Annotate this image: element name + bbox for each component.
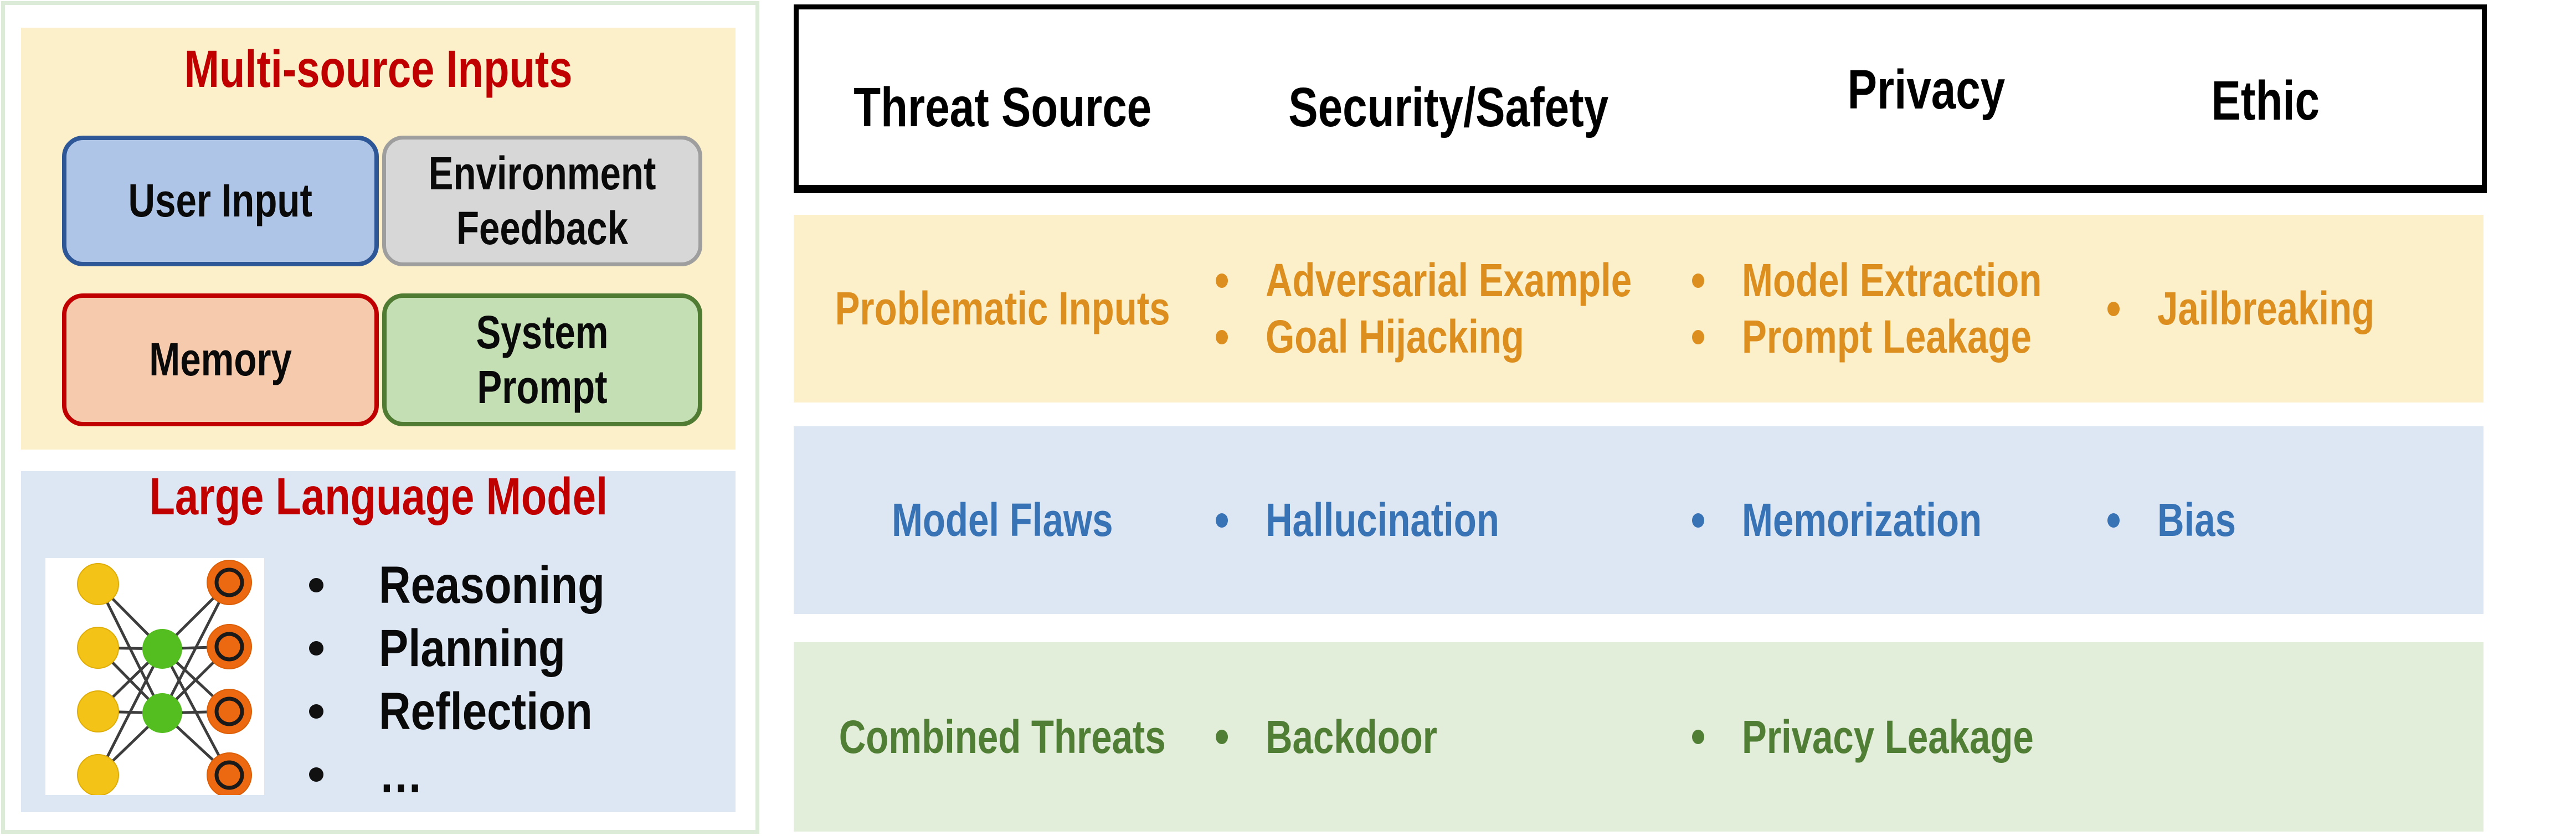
threat-source-cell: Problematic Inputs	[806, 215, 1199, 402]
input-box-user-input: User Input	[62, 136, 379, 266]
llm-panel-title: Large Language Model	[21, 466, 736, 527]
threat-source-cell: Model Flaws	[806, 426, 1199, 614]
column-header-label: Ethic	[2211, 69, 2320, 132]
bullet-icon	[1692, 513, 1704, 528]
column-header-privacy: Privacy	[1732, 4, 2120, 193]
list-item-label: Goal Hijacking	[1266, 311, 1524, 363]
privacy-cell: Privacy Leakage	[1692, 642, 2119, 832]
input-box-memory: Memory	[62, 293, 379, 426]
bullet-icon	[2107, 513, 2120, 528]
column-header-label: Security/Safety	[1288, 76, 1609, 138]
table-header-box	[794, 4, 2487, 193]
bullet-icon	[1216, 730, 1228, 744]
column-header-label: Privacy	[1847, 58, 2006, 121]
input-box-label: Memory	[149, 333, 292, 386]
list-item: Jailbreaking	[2107, 282, 2429, 334]
list-item-label: Privacy Leakage	[1742, 710, 2034, 763]
security-safety-cell: Hallucination	[1216, 426, 1687, 614]
list-item-label: Adversarial Example	[1266, 254, 1632, 306]
list-item-label: Reasoning	[379, 555, 605, 615]
bullet-icon	[1692, 273, 1704, 288]
input-box-label: User Input	[128, 174, 313, 227]
bullet-icon	[309, 704, 323, 719]
threat-source-label: Model Flaws	[892, 494, 1113, 546]
list-item: Backdoor	[1216, 710, 1480, 763]
inputs-panel-title-text: Multi-source Inputs	[184, 39, 573, 99]
list-item: Hallucination	[1216, 494, 1557, 546]
table-row-combined-threats: Combined Threats Backdoor Privacy Leakag…	[794, 642, 2484, 832]
llm-panel-title-text: Large Language Model	[149, 467, 608, 526]
list-item: Goal Hijacking	[1216, 311, 1589, 363]
list-item-label: …	[379, 745, 423, 804]
bullet-icon	[309, 767, 323, 782]
list-item: Bias	[2107, 494, 2255, 546]
list-item: Memorization	[1692, 494, 2042, 546]
list-item-label: Bias	[2157, 494, 2236, 546]
list-item-label: Memorization	[1742, 494, 1982, 546]
threat-source-cell: Combined Threats	[806, 642, 1199, 832]
bullet-icon	[1216, 513, 1228, 528]
column-header-security-safety: Security/Safety	[1254, 4, 1642, 193]
bullet-icon	[2107, 301, 2120, 316]
ethic-cell	[2107, 642, 2473, 832]
list-item: …	[309, 744, 664, 805]
list-item: Prompt Leakage	[1692, 311, 2104, 363]
bullet-icon	[1692, 329, 1704, 344]
bullet-icon	[1216, 329, 1228, 344]
list-item: Privacy Leakage	[1692, 710, 2106, 763]
input-box-label: System Prompt	[476, 306, 609, 413]
list-item-label: Reflection	[379, 682, 593, 741]
privacy-cell: Memorization	[1692, 426, 2119, 614]
list-item: Reasoning	[309, 555, 664, 616]
bullet-icon	[1216, 273, 1228, 288]
list-item-label: Hallucination	[1266, 494, 1499, 546]
bullet-icon	[309, 578, 323, 592]
table-row-model-flaws: Model Flaws Hallucination Memorization B…	[794, 426, 2484, 614]
ethic-cell: Jailbreaking	[2107, 215, 2473, 402]
inputs-panel-title: Multi-source Inputs	[21, 39, 736, 100]
list-item-label: Planning	[379, 618, 565, 678]
list-item: Planning	[309, 618, 664, 679]
input-box-label: Environment Feedback	[428, 147, 656, 254]
list-item-label: Jailbreaking	[2157, 282, 2375, 334]
list-item-label: Model Extraction	[1742, 254, 2042, 306]
ethic-cell: Bias	[2107, 426, 2473, 614]
column-header-threat-source: Threat Source	[806, 4, 1199, 193]
list-item-label: Backdoor	[1266, 710, 1437, 763]
list-item-label: Prompt Leakage	[1742, 311, 2032, 363]
list-item: Model Extraction	[1692, 254, 2117, 306]
input-box-environment-feedback: Environment Feedback	[382, 136, 702, 266]
threat-source-label: Combined Threats	[839, 710, 1166, 763]
threat-source-label: Problematic Inputs	[835, 282, 1170, 334]
column-header-ethic: Ethic	[2071, 4, 2459, 193]
list-item: Adversarial Example	[1216, 254, 1723, 306]
security-safety-cell: Backdoor	[1216, 642, 1687, 832]
list-item: Reflection	[309, 681, 664, 742]
neural-network-icon	[45, 558, 264, 798]
bullet-icon	[309, 641, 323, 656]
bullet-icon	[1692, 730, 1704, 744]
column-header-label: Threat Source	[853, 76, 1151, 138]
input-box-system-prompt: System Prompt	[382, 293, 702, 426]
